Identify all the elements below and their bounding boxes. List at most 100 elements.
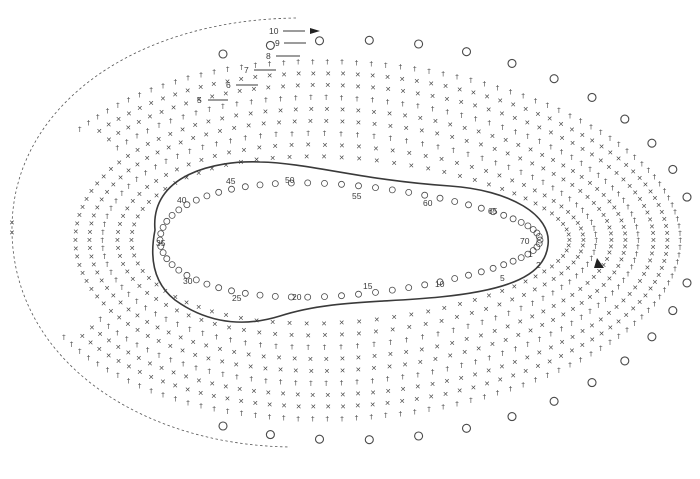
double-crochet-stitch: † bbox=[501, 123, 505, 131]
single-crochet-stitch: ✕ bbox=[585, 193, 591, 201]
single-crochet-stitch: ✕ bbox=[183, 100, 189, 108]
double-crochet-stitch: † bbox=[560, 325, 564, 333]
double-crochet-stitch: † bbox=[154, 310, 158, 318]
double-crochet-stitch: † bbox=[146, 346, 150, 354]
single-crochet-stitch: ✕ bbox=[308, 118, 314, 126]
single-crochet-stitch: ✕ bbox=[560, 162, 566, 170]
join-stitch-icon: ✕ bbox=[9, 229, 15, 237]
single-crochet-stitch: ✕ bbox=[551, 276, 557, 284]
single-crochet-stitch: ✕ bbox=[417, 358, 423, 366]
single-crochet-stitch: ✕ bbox=[497, 376, 503, 384]
chain-stitch bbox=[157, 242, 165, 250]
single-crochet-stitch: ✕ bbox=[248, 363, 254, 371]
double-crochet-stitch: † bbox=[116, 372, 120, 380]
single-crochet-stitch: ✕ bbox=[647, 257, 653, 265]
single-crochet-stitch: ✕ bbox=[374, 316, 380, 324]
double-crochet-stitch: † bbox=[608, 338, 612, 346]
single-crochet-stitch: ✕ bbox=[180, 347, 186, 355]
chain-stitch bbox=[372, 288, 379, 296]
single-crochet-stitch: ✕ bbox=[321, 153, 327, 161]
double-crochet-stitch: † bbox=[496, 389, 500, 397]
double-crochet-stitch: † bbox=[653, 173, 657, 181]
single-crochet-stitch: ✕ bbox=[550, 316, 556, 324]
single-crochet-stitch: ✕ bbox=[548, 344, 554, 352]
single-crochet-stitch: ✕ bbox=[115, 245, 121, 253]
double-crochet-stitch: † bbox=[677, 222, 681, 230]
double-crochet-stitch: † bbox=[413, 65, 417, 73]
chain-stitch bbox=[338, 292, 345, 300]
double-crochet-stitch: † bbox=[96, 113, 100, 121]
single-crochet-stitch: ✕ bbox=[340, 70, 346, 78]
double-crochet-stitch: † bbox=[161, 82, 165, 90]
picot-stitch bbox=[314, 434, 325, 444]
single-crochet-stitch: ✕ bbox=[237, 385, 243, 393]
row-label-5: 5 bbox=[197, 95, 202, 105]
single-crochet-stitch: ✕ bbox=[415, 383, 421, 391]
single-crochet-stitch: ✕ bbox=[497, 97, 503, 105]
double-crochet-stitch: † bbox=[599, 129, 603, 137]
double-crochet-stitch: † bbox=[125, 335, 129, 343]
single-crochet-stitch: ✕ bbox=[458, 374, 464, 382]
double-crochet-stitch: † bbox=[87, 354, 91, 362]
double-crochet-stitch: † bbox=[541, 294, 545, 302]
single-crochet-stitch: ✕ bbox=[246, 122, 252, 130]
double-crochet-stitch: † bbox=[679, 237, 683, 245]
single-crochet-stitch: ✕ bbox=[663, 251, 669, 259]
single-crochet-stitch: ✕ bbox=[373, 328, 379, 336]
single-crochet-stitch: ✕ bbox=[486, 292, 492, 300]
double-crochet-stitch: † bbox=[254, 62, 258, 70]
double-crochet-stitch: † bbox=[370, 413, 374, 421]
single-crochet-stitch: ✕ bbox=[449, 339, 455, 347]
double-crochet-stitch: † bbox=[526, 133, 530, 141]
single-crochet-stitch: ✕ bbox=[206, 355, 212, 363]
double-crochet-stitch: † bbox=[186, 399, 190, 407]
double-crochet-stitch: † bbox=[501, 350, 505, 358]
double-crochet-stitch: † bbox=[274, 131, 278, 139]
single-crochet-stitch: ✕ bbox=[263, 108, 269, 116]
double-crochet-stitch: † bbox=[608, 135, 612, 143]
single-crochet-stitch: ✕ bbox=[430, 381, 436, 389]
single-crochet-stitch: ✕ bbox=[385, 74, 391, 82]
single-crochet-stitch: ✕ bbox=[549, 210, 555, 218]
picot-stitch bbox=[549, 396, 559, 406]
single-crochet-stitch: ✕ bbox=[490, 132, 496, 140]
double-crochet-stitch: † bbox=[546, 371, 550, 379]
single-crochet-stitch: ✕ bbox=[512, 359, 518, 367]
double-crochet-stitch: † bbox=[386, 98, 390, 106]
single-crochet-stitch: ✕ bbox=[186, 161, 192, 169]
double-crochet-stitch: † bbox=[250, 98, 254, 106]
chain-stitch bbox=[535, 233, 543, 240]
single-crochet-stitch: ✕ bbox=[370, 84, 376, 92]
double-crochet-stitch: † bbox=[201, 144, 205, 152]
single-crochet-stitch: ✕ bbox=[665, 237, 671, 245]
row-label-9: 9 bbox=[275, 38, 280, 48]
single-crochet-stitch: ✕ bbox=[94, 180, 100, 188]
double-crochet-stitch: † bbox=[678, 229, 682, 237]
single-crochet-stitch: ✕ bbox=[611, 204, 617, 212]
single-crochet-stitch: ✕ bbox=[551, 170, 557, 178]
single-crochet-stitch: ✕ bbox=[579, 131, 585, 139]
double-crochet-stitch: † bbox=[560, 148, 564, 156]
single-crochet-stitch: ✕ bbox=[144, 184, 150, 192]
single-crochet-stitch: ✕ bbox=[356, 155, 362, 163]
picot-stitch bbox=[647, 138, 657, 148]
single-crochet-stitch: ✕ bbox=[529, 160, 535, 168]
single-crochet-stitch: ✕ bbox=[108, 307, 114, 315]
single-crochet-stitch: ✕ bbox=[281, 71, 287, 79]
single-crochet-stitch: ✕ bbox=[172, 293, 178, 301]
double-crochet-stitch: † bbox=[389, 135, 393, 143]
double-crochet-stitch: † bbox=[326, 415, 330, 423]
double-crochet-stitch: † bbox=[226, 408, 230, 416]
single-crochet-stitch: ✕ bbox=[581, 237, 587, 245]
double-crochet-stitch: † bbox=[568, 195, 572, 203]
chain-label-1: 1 bbox=[528, 249, 533, 259]
double-crochet-stitch: † bbox=[678, 244, 682, 252]
single-crochet-stitch: ✕ bbox=[535, 110, 541, 118]
single-crochet-stitch: ✕ bbox=[443, 83, 449, 91]
single-crochet-stitch: ✕ bbox=[308, 356, 314, 364]
single-crochet-stitch: ✕ bbox=[79, 332, 85, 340]
double-crochet-stitch: † bbox=[282, 59, 286, 67]
single-crochet-stitch: ✕ bbox=[565, 208, 571, 216]
single-crochet-stitch: ✕ bbox=[144, 289, 150, 297]
